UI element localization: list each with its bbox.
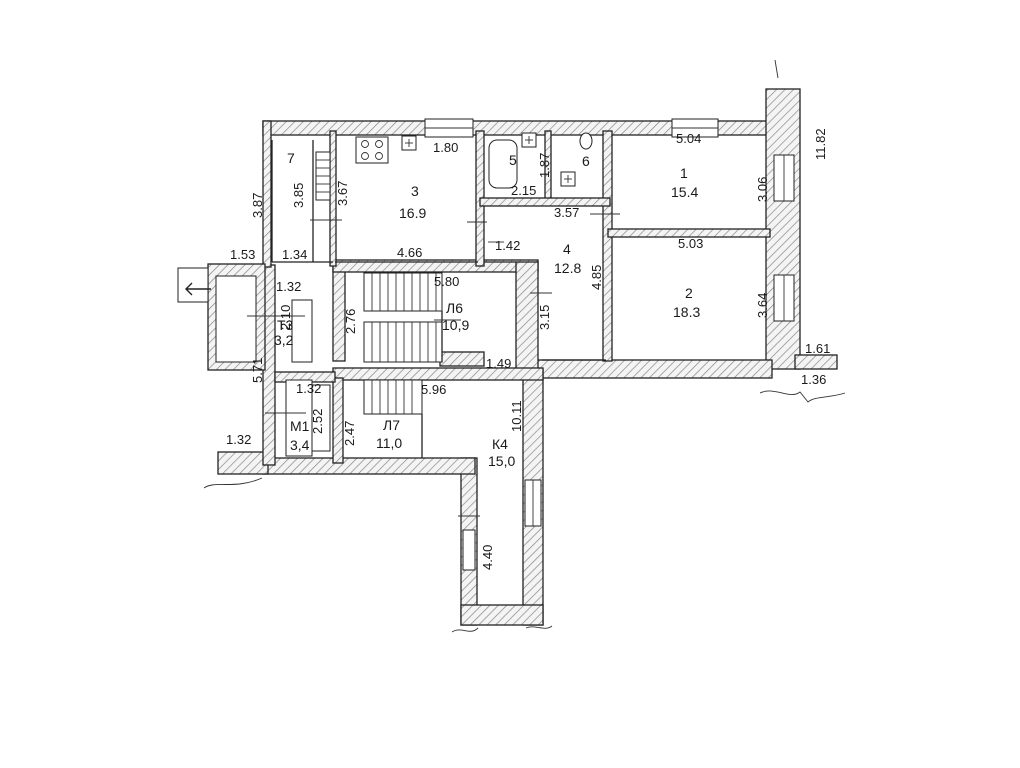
dim-1-80: 1.80: [433, 140, 458, 155]
room-4-area: 12.8: [554, 260, 581, 276]
room-4-label: 4: [563, 241, 571, 257]
room-1-area: 15.4: [671, 184, 698, 200]
room-2-area: 18.3: [673, 304, 700, 320]
dim-3-67: 3.67: [335, 181, 350, 206]
room-3-area: 16.9: [399, 205, 426, 221]
dim-1-32-b: 1.32: [296, 381, 321, 396]
dim-10-11: 10.11: [509, 400, 524, 432]
room-2-label: 2: [685, 285, 693, 301]
dim-11-82: 11.82: [813, 128, 828, 160]
dim-1-36: 1.36: [801, 372, 826, 387]
wall-bottom-left: [262, 457, 476, 475]
wall-l7-left: [332, 377, 344, 464]
room-6-label: 6: [582, 153, 590, 169]
room-l6-area: 10,9: [442, 317, 469, 333]
dim-2-10: 2.10: [278, 305, 293, 330]
dim-5-80: 5.80: [434, 274, 459, 289]
dim-1-61: 1.61: [805, 341, 830, 356]
room-m1-label: М1: [290, 418, 310, 434]
wall-r6-r1: [602, 130, 613, 362]
wall-stair-right: [515, 261, 539, 373]
dim-2-76: 2.76: [343, 309, 358, 334]
room-k4-area: 15,0: [488, 453, 515, 469]
stairs-l6: [363, 272, 443, 363]
wall-left-stub: [217, 451, 269, 475]
dim-2-52: 2.52: [310, 409, 325, 434]
dim-1-34: 1.34: [282, 247, 307, 262]
dim-3-15: 3.15: [537, 305, 552, 330]
dim-1-42: 1.42: [495, 238, 520, 253]
toilet-icon: [579, 132, 593, 150]
room-1-label: 1: [680, 165, 688, 181]
stove-icon: [355, 136, 389, 164]
dim-5-04: 5.04: [676, 131, 701, 146]
wall-corridor-bottom: [460, 604, 544, 626]
dim-2-15: 2.15: [511, 183, 536, 198]
room-m1-area: 3,4: [290, 437, 310, 453]
room-7-label: 7: [287, 150, 295, 166]
interior-lines: [177, 140, 620, 517]
room-l6-label: Л6: [446, 300, 463, 316]
wall-right: [765, 88, 801, 370]
dim-5-71: 5.71: [250, 358, 265, 383]
stairs-l7: [363, 379, 423, 458]
dim-1-49: 1.49: [486, 356, 511, 371]
dim-3-57: 3.57: [554, 205, 579, 220]
dim-4-85: 4.85: [589, 265, 604, 290]
wall-under-r5: [479, 197, 611, 207]
break-marks: [203, 59, 846, 633]
dim-4-66: 4.66: [397, 245, 422, 260]
room-3-label: 3: [411, 183, 419, 199]
room-l7-area: 11,0: [376, 435, 402, 451]
wall-left-upper: [262, 120, 272, 268]
room-labels: 7 3 16.9 5 6 1 15.4 4 12.8 2 18.3 Л6 10,…: [274, 150, 700, 469]
wall-mid: [332, 367, 544, 381]
dim-1-32-a: 1.32: [276, 279, 301, 294]
dim-3-87: 3.87: [250, 193, 265, 218]
fixtures: [355, 132, 593, 189]
bathtub-icon: [488, 139, 518, 189]
windows: [424, 118, 795, 571]
room-5-label: 5: [509, 152, 517, 168]
dim-2-47: 2.47: [342, 421, 357, 446]
wall-mid-stub: [439, 351, 485, 367]
room-k4-label: К4: [492, 436, 508, 452]
dim-5-03: 5.03: [678, 236, 703, 251]
room-t3-label: Т3: [277, 317, 294, 333]
wall-r1-r2: [607, 228, 771, 238]
wall-bottom-right: [523, 359, 773, 379]
dim-1-87: 1.87: [537, 153, 552, 178]
room-l7-label: Л7: [383, 417, 400, 433]
dimension-labels: 1.80 1.87 5.04 11.82 3.87 3.85 3.67 2.15…: [226, 128, 830, 570]
room-t3-area: 3,2: [274, 332, 294, 348]
dim-5-96: 5.96: [421, 382, 446, 397]
dim-1-32-c: 1.32: [226, 432, 251, 447]
dim-4-40: 4.40: [480, 545, 495, 570]
dim-1-53: 1.53: [230, 247, 255, 262]
wall-right-corner: [794, 354, 838, 370]
dim-3-64: 3.64: [755, 293, 770, 318]
dim-3-06: 3.06: [755, 177, 770, 202]
dim-3-85: 3.85: [291, 183, 306, 208]
